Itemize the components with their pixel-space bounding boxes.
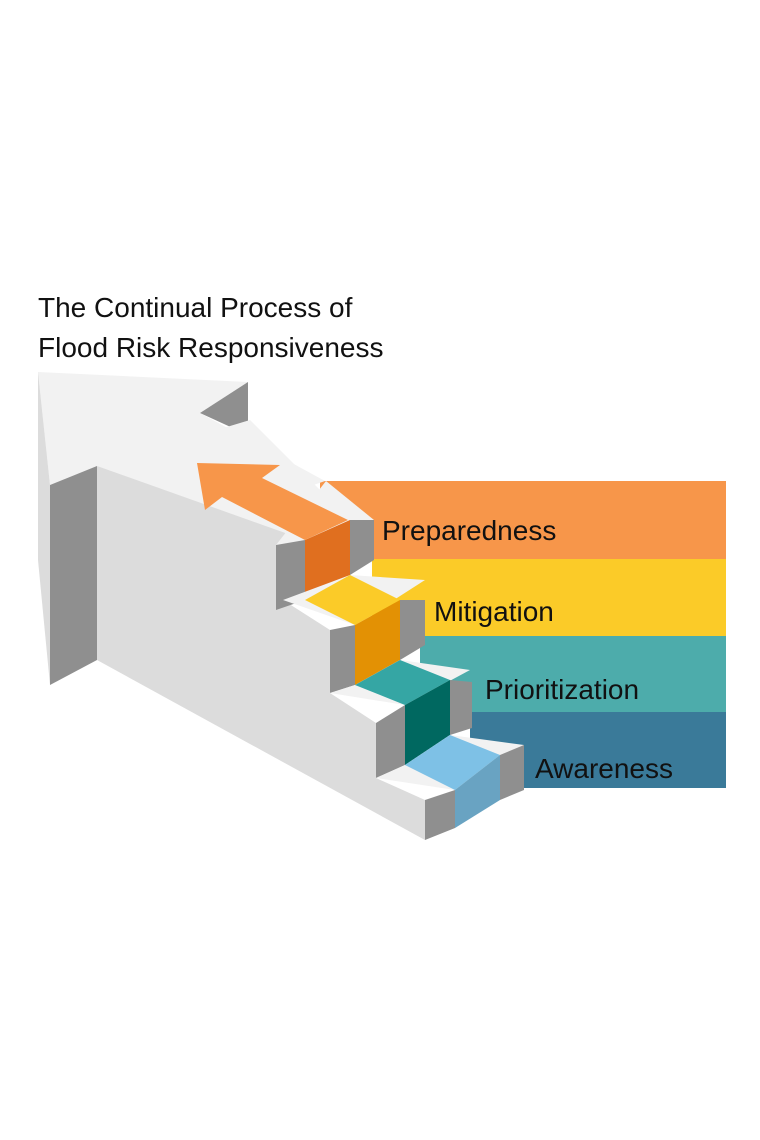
step-riser-left-awareness: [425, 790, 455, 840]
stage-label-preparedness: Preparedness: [382, 515, 556, 546]
big-arrow-head-flap: [200, 382, 248, 435]
step-riser-left-mitigation: [330, 625, 355, 693]
step-riser-awareness: [455, 755, 500, 828]
step-tread-mitigation: [305, 575, 400, 625]
staircase-front-face: [97, 466, 425, 840]
small-arrow-icon: [197, 463, 348, 540]
stage-label-mitigation: Mitigation: [434, 596, 554, 627]
step-riser-left-prioritization: [376, 705, 405, 778]
diagram-title: The Continual Process of Flood Risk Resp…: [38, 288, 384, 368]
stage-labels: Preparedness Mitigation Prioritization A…: [382, 515, 673, 784]
stage-bar-preparedness: [320, 481, 726, 559]
step-riser-right-mitigation: [400, 600, 425, 660]
step-riser-prioritization: [405, 680, 450, 765]
step-riser-mitigation: [355, 600, 400, 685]
step-tread-awareness: [405, 735, 500, 790]
step-riser-right-awareness: [500, 745, 524, 800]
step-riser-left-preparedness: [276, 540, 305, 610]
stage-bar-mitigation: [372, 559, 726, 636]
big-arrow-left-face: [38, 372, 50, 685]
step-riser-right-preparedness: [350, 520, 374, 575]
title-line-2: Flood Risk Responsiveness: [38, 332, 384, 363]
stage-label-awareness: Awareness: [535, 753, 673, 784]
step-tread-prioritization: [355, 660, 450, 705]
big-arrow-shaft-side: [50, 466, 97, 685]
title-line-1: The Continual Process of: [38, 292, 353, 323]
step-riser-right-prioritization: [450, 680, 472, 735]
stage-label-prioritization: Prioritization: [485, 674, 639, 705]
